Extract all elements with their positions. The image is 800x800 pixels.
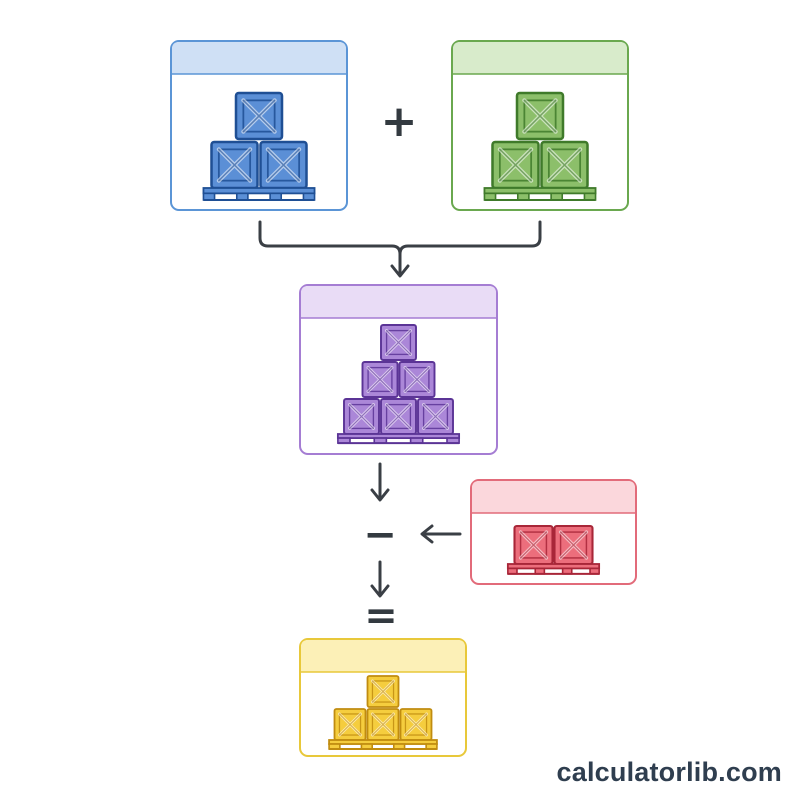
crate-icon bbox=[417, 398, 454, 435]
crate-icon bbox=[343, 398, 380, 435]
crate-icon bbox=[366, 708, 400, 741]
crate-icon bbox=[398, 361, 436, 398]
pallet-icon bbox=[202, 187, 316, 201]
pallet-icon bbox=[483, 187, 597, 201]
panel-result bbox=[299, 638, 467, 757]
crate-icon bbox=[491, 140, 540, 190]
pallet-icon bbox=[328, 739, 438, 750]
minus-operator: − bbox=[363, 512, 397, 558]
crate-icon bbox=[234, 91, 284, 141]
panel-header bbox=[453, 42, 627, 74]
crate-icon bbox=[361, 361, 399, 398]
equals-operator: = bbox=[364, 593, 398, 639]
crate-icon bbox=[380, 324, 417, 361]
crate-icon bbox=[553, 524, 594, 566]
crate-icon bbox=[515, 91, 565, 141]
crate-icon bbox=[366, 675, 400, 708]
panel-header bbox=[172, 42, 346, 74]
crate-icon bbox=[540, 140, 589, 190]
plus-operator: + bbox=[381, 96, 418, 147]
merge-connector bbox=[258, 220, 542, 278]
pallet-icon bbox=[506, 563, 601, 575]
crate-icon bbox=[333, 708, 367, 741]
arrow-down-to-equals bbox=[370, 560, 390, 598]
panel-header bbox=[301, 286, 496, 318]
site-watermark: calculatorlib.com bbox=[556, 757, 782, 787]
panel-addend-a bbox=[170, 40, 348, 211]
panel-subtrahend bbox=[470, 479, 637, 585]
arrow-down-to-minus bbox=[370, 462, 390, 502]
pallet-icon bbox=[336, 433, 461, 445]
arrow-left-from-subtrahend bbox=[420, 524, 462, 544]
panel-addend-b bbox=[451, 40, 629, 211]
crate-icon bbox=[210, 140, 259, 190]
crate-icon bbox=[259, 140, 308, 190]
crate-icon bbox=[513, 524, 554, 566]
crate-icon bbox=[399, 708, 433, 741]
panel-sum bbox=[299, 284, 498, 455]
panel-header bbox=[472, 481, 635, 513]
panel-header bbox=[301, 640, 465, 672]
crate-icon bbox=[380, 398, 417, 435]
